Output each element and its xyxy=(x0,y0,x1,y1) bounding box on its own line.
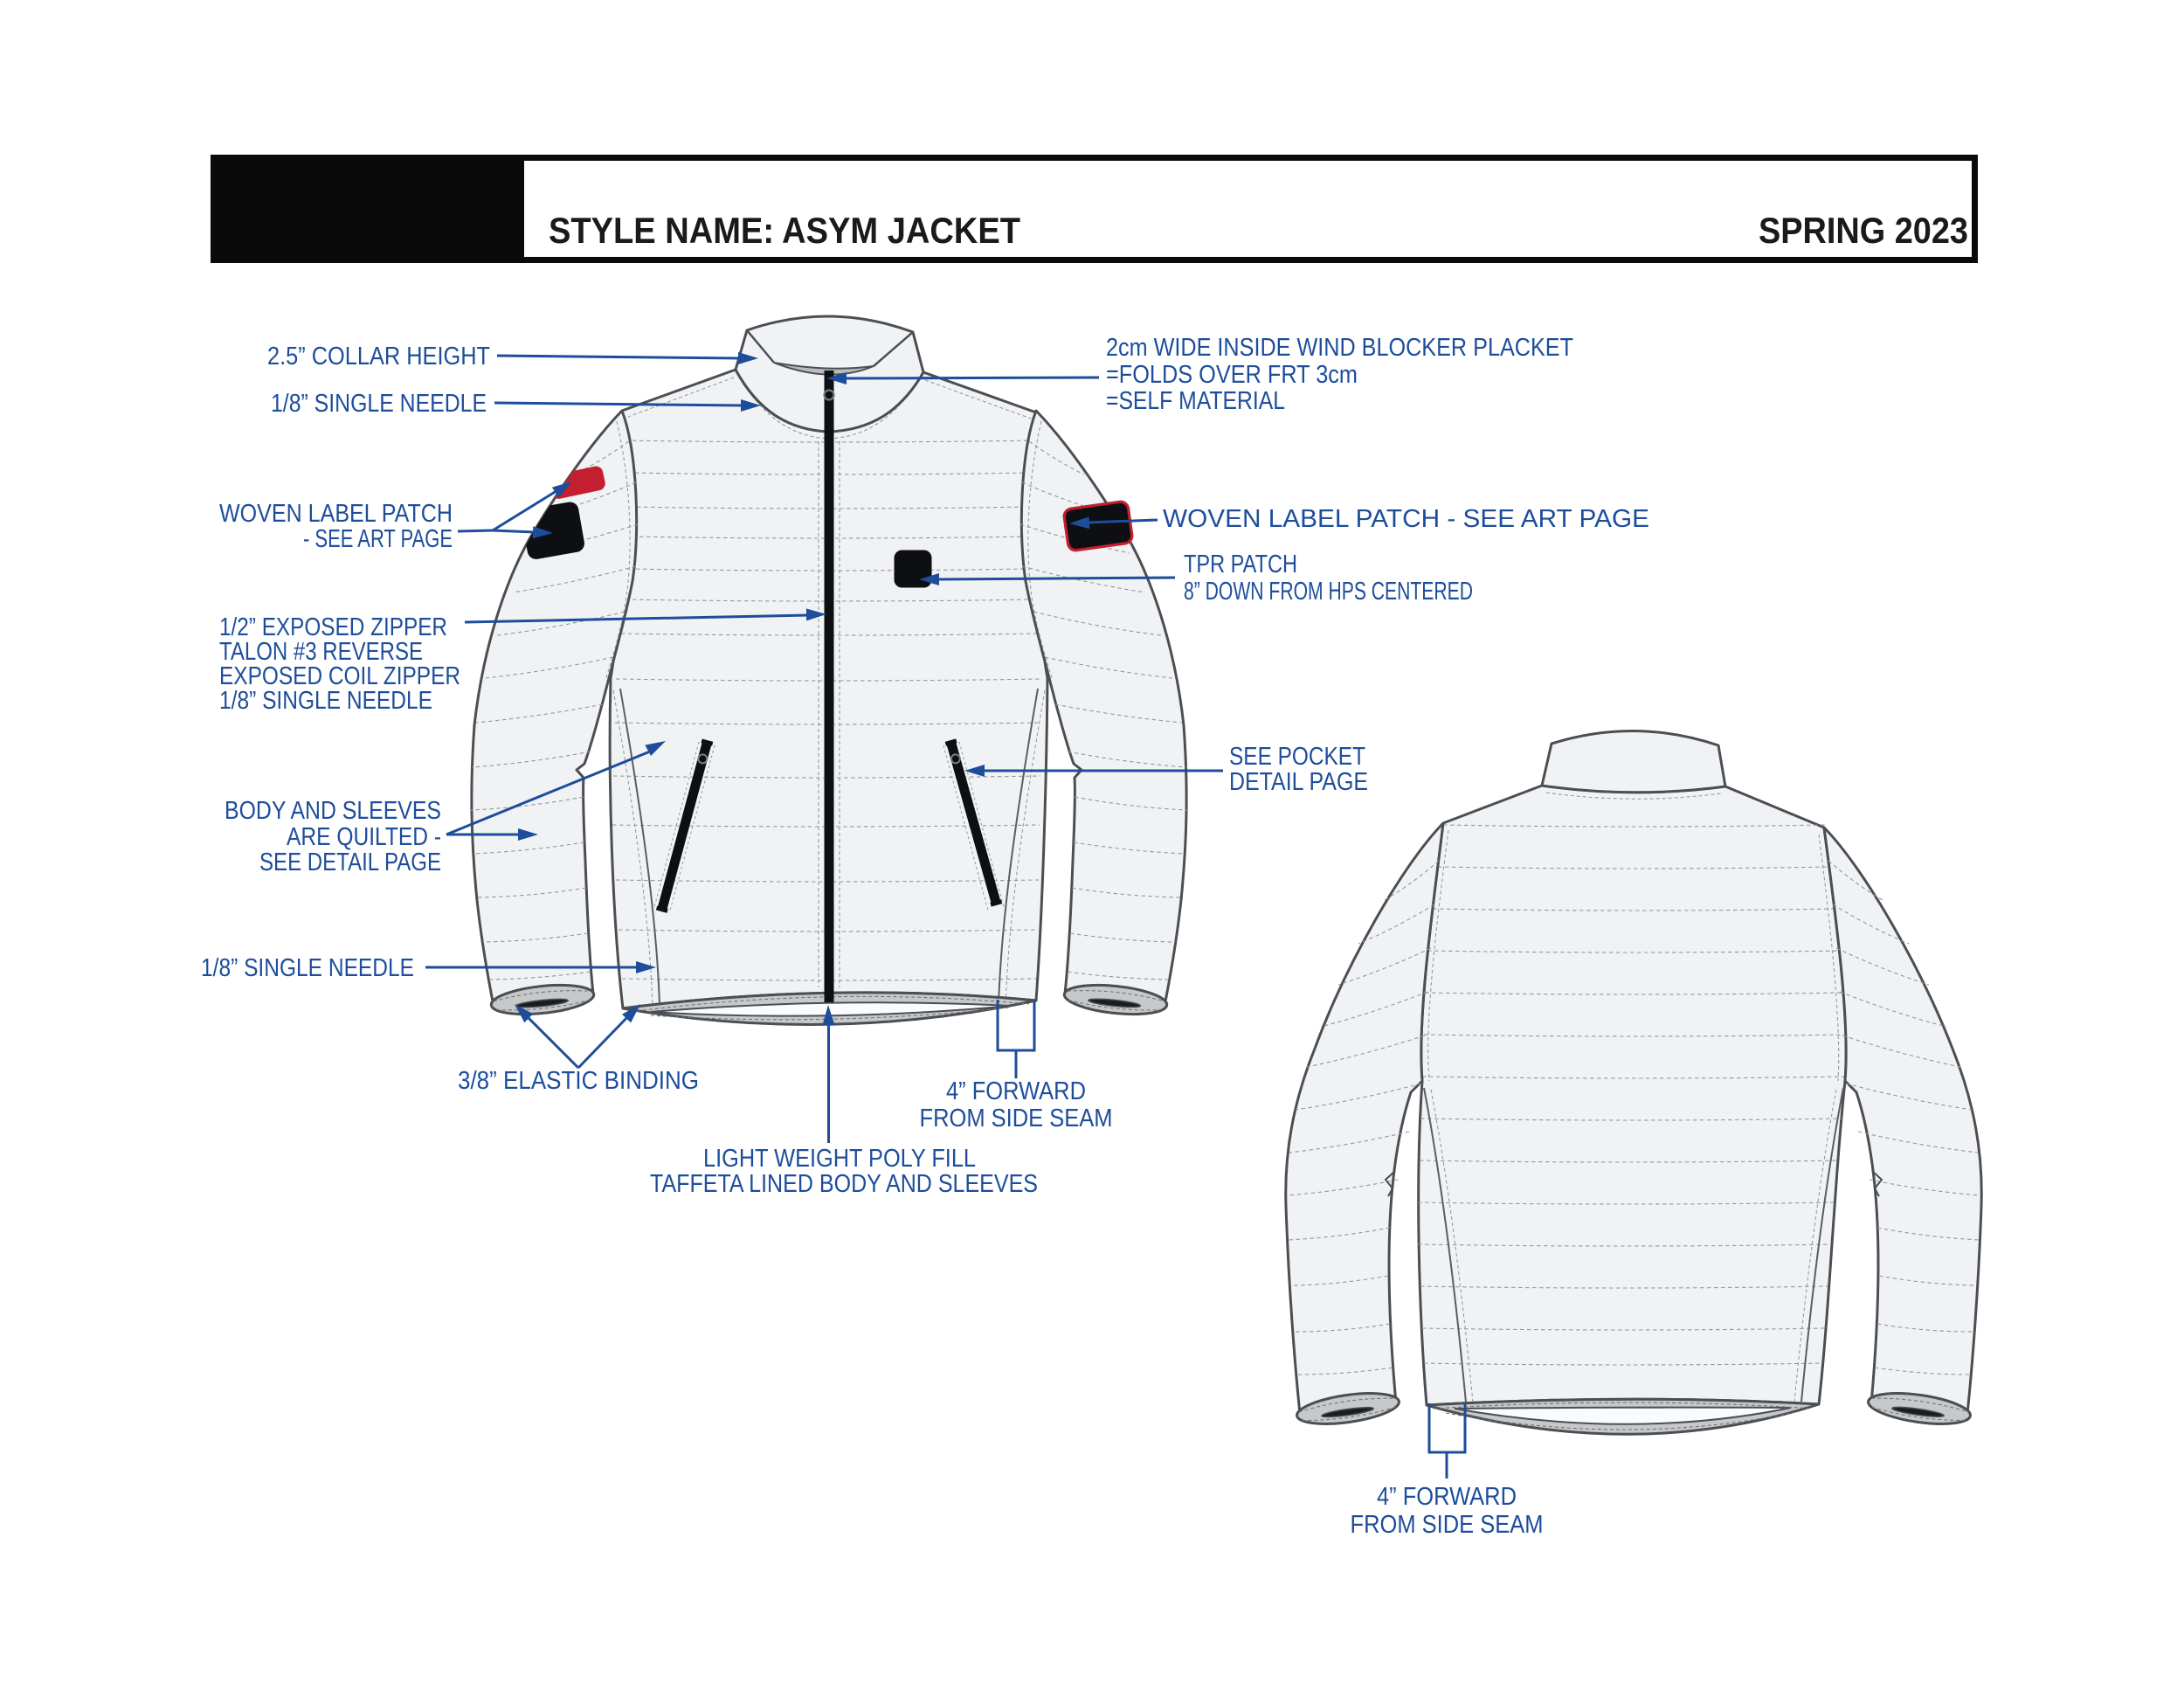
svg-text:1/2” EXPOSED ZIPPER: 1/2” EXPOSED ZIPPER xyxy=(219,613,447,641)
svg-text:=SELF MATERIAL: =SELF MATERIAL xyxy=(1106,387,1285,415)
svg-text:WOVEN LABEL PATCH - SEE ART PA: WOVEN LABEL PATCH - SEE ART PAGE xyxy=(1163,505,1649,533)
svg-text:EXPOSED COIL ZIPPER: EXPOSED COIL ZIPPER xyxy=(219,662,460,690)
svg-text:4” FORWARD: 4” FORWARD xyxy=(1377,1483,1517,1511)
svg-text:4” FORWARD: 4” FORWARD xyxy=(946,1077,1086,1105)
svg-text:STYLE NAME: ASYM JACKET: STYLE NAME: ASYM JACKET xyxy=(549,210,1020,251)
svg-text:8” DOWN FROM HPS CENTERED: 8” DOWN FROM HPS CENTERED xyxy=(1184,578,1473,606)
svg-text:TAFFETA LINED BODY AND SLEEVES: TAFFETA LINED BODY AND SLEEVES xyxy=(650,1170,1038,1198)
svg-text:FROM SIDE SEAM: FROM SIDE SEAM xyxy=(920,1105,1113,1132)
svg-text:1/8” SINGLE NEEDLE: 1/8” SINGLE NEEDLE xyxy=(219,687,432,715)
svg-text:SEE POCKET: SEE POCKET xyxy=(1229,743,1365,771)
svg-text:BODY AND SLEEVES: BODY AND SLEEVES xyxy=(225,797,441,825)
svg-text:1/8” SINGLE NEEDLE: 1/8” SINGLE NEEDLE xyxy=(201,954,414,982)
svg-text:LIGHT WEIGHT POLY FILL: LIGHT WEIGHT POLY FILL xyxy=(703,1145,976,1173)
svg-text:2cm WIDE INSIDE WIND BLOCKER P: 2cm WIDE INSIDE WIND BLOCKER PLACKET xyxy=(1106,334,1573,362)
svg-text:- SEE ART PAGE: - SEE ART PAGE xyxy=(303,525,453,553)
svg-text:=FOLDS OVER FRT 3cm: =FOLDS OVER FRT 3cm xyxy=(1106,361,1358,389)
svg-text:SPRING 2023: SPRING 2023 xyxy=(1759,210,1968,251)
svg-text:ARE QUILTED -: ARE QUILTED - xyxy=(287,823,441,851)
svg-text:WOVEN LABEL PATCH: WOVEN LABEL PATCH xyxy=(219,500,453,528)
svg-text:2.5” COLLAR HEIGHT: 2.5” COLLAR HEIGHT xyxy=(267,343,490,371)
svg-text:TPR PATCH: TPR PATCH xyxy=(1184,551,1297,578)
svg-text:3/8” ELASTIC BINDING: 3/8” ELASTIC BINDING xyxy=(458,1067,699,1095)
svg-text:1/8” SINGLE NEEDLE: 1/8” SINGLE NEEDLE xyxy=(271,390,487,418)
svg-text:TALON #3 REVERSE: TALON #3 REVERSE xyxy=(219,638,423,666)
svg-text:DETAIL PAGE: DETAIL PAGE xyxy=(1229,768,1368,796)
svg-text:FROM SIDE SEAM: FROM SIDE SEAM xyxy=(1351,1511,1544,1539)
svg-text:SEE DETAIL PAGE: SEE DETAIL PAGE xyxy=(259,848,441,876)
